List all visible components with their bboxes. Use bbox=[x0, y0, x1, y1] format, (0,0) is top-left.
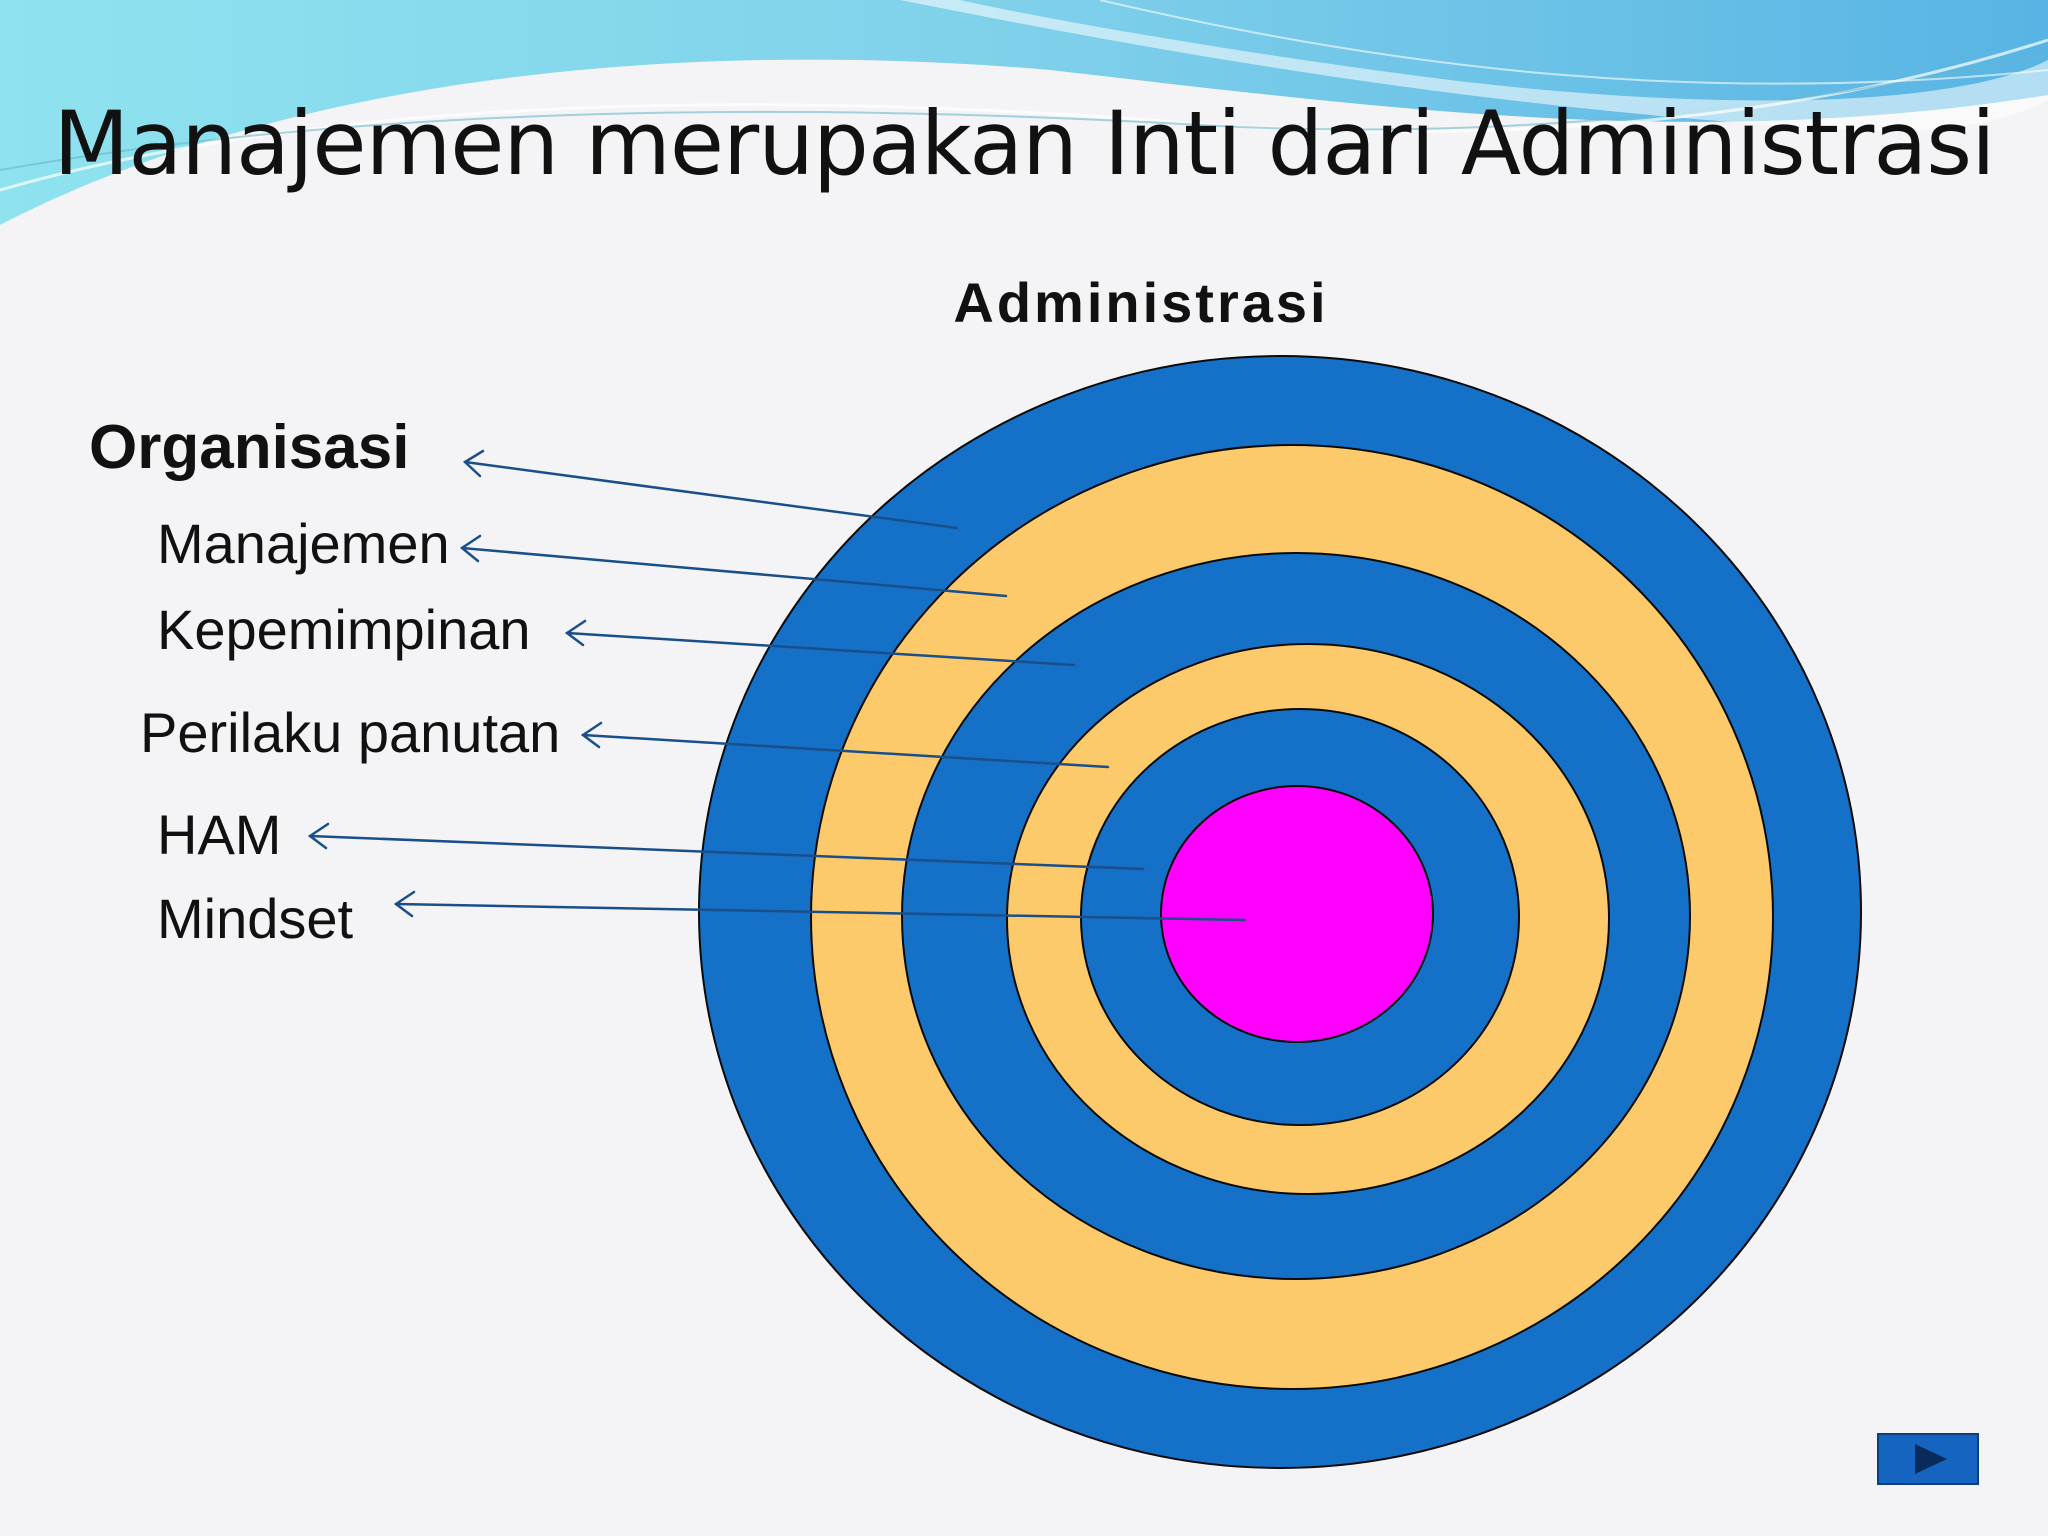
header-wave-decoration bbox=[0, 0, 2048, 225]
arrow-ham bbox=[307, 822, 1145, 871]
play-triangle-icon bbox=[1915, 1444, 1947, 1474]
label-kepemimpinan: Kepemimpinan bbox=[157, 598, 531, 661]
concentric-diagram bbox=[698, 355, 1862, 1469]
arrow-mindset bbox=[393, 890, 1247, 922]
label-perilaku-panutan: Perilaku panutan bbox=[140, 701, 561, 764]
arrow-organisasi bbox=[462, 449, 959, 530]
label-mindset: Mindset bbox=[157, 887, 354, 950]
pointer-arrows bbox=[307, 449, 1247, 922]
label-ham: HAM bbox=[157, 803, 282, 866]
arrow-manajemen bbox=[459, 534, 1008, 598]
arrow-perilaku-panutan bbox=[580, 721, 1110, 769]
label-manajemen: Manajemen bbox=[157, 512, 450, 575]
arrow-kepemimpinan bbox=[564, 619, 1076, 667]
next-slide-button[interactable] bbox=[1877, 1433, 1979, 1485]
label-organisasi: Organisasi bbox=[89, 413, 410, 482]
ring-mindset-core bbox=[1160, 785, 1434, 1043]
slide-title: Manajemen merupakan Inti dari Administra… bbox=[53, 92, 1995, 195]
outer-label-administrasi: Administrasi bbox=[953, 271, 1329, 334]
